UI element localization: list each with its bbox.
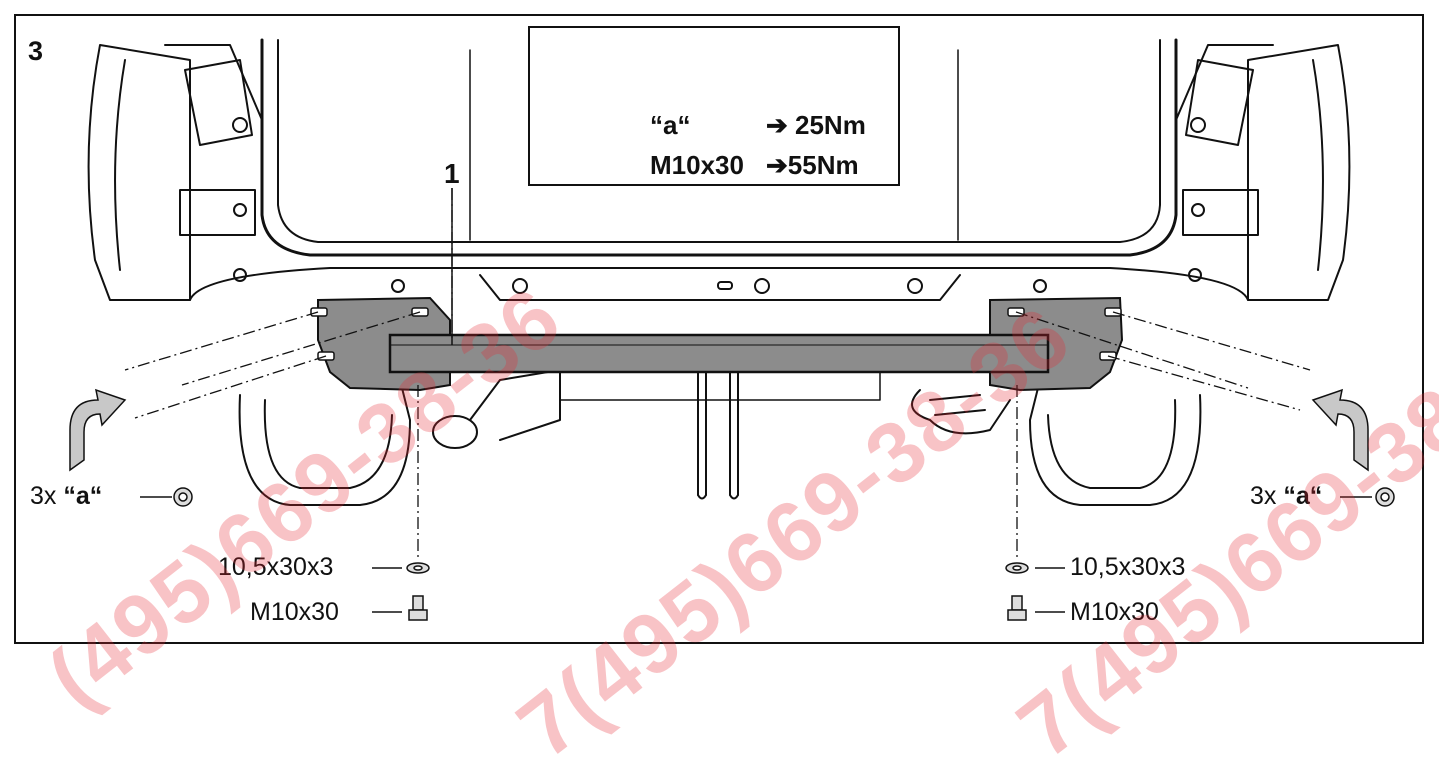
step-number: 3 (28, 36, 44, 66)
torque-specification-box: “a“ ➔ 25Nm M10x30 ➔55Nm (528, 26, 900, 186)
torque-bolt-value: ➔55Nm (766, 150, 859, 180)
left-washer-label: 10,5x30x3 (218, 553, 334, 581)
right-nut-name: “a“ (1283, 482, 1323, 510)
right-body-panel (1247, 44, 1351, 301)
rear-panel (189, 267, 1249, 301)
left-body-panel (87, 44, 191, 301)
left-nut-count: 3x (30, 482, 57, 510)
torque-bolt-label: M10x30 (650, 150, 744, 180)
figure-frame (14, 14, 1424, 644)
right-nut-count: 3x (1250, 482, 1277, 510)
tailgate-opening (260, 38, 1178, 257)
left-bolt-label: M10x30 (250, 598, 339, 626)
right-wheel (1029, 379, 1202, 506)
right-washer-label: 10,5x30x3 (1070, 553, 1186, 581)
left-nut-name: “a“ (63, 482, 103, 510)
crossbar (388, 333, 1050, 374)
right-rotate-arrow (1311, 388, 1369, 472)
right-nut-label: 3x “a“ (1250, 484, 1322, 509)
assembly-line (124, 311, 319, 371)
right-bolt-label: M10x30 (1070, 598, 1159, 626)
assembly-diagram: 3 1 “a“ ➔ 25Nm M10x30 ➔55Nm 3x “a“ 10,5x… (14, 14, 1439, 776)
left-nut-label: 3x “a“ (30, 484, 102, 509)
part-callout-1: 1 (444, 158, 460, 189)
left-wheel (238, 379, 411, 506)
left-rotate-arrow (69, 388, 127, 472)
torque-nut-label: “a“ (650, 110, 691, 140)
exhaust-pipe (432, 415, 478, 449)
torque-nut-value: ➔ 25Nm (766, 110, 866, 140)
nut-icon (173, 487, 193, 507)
